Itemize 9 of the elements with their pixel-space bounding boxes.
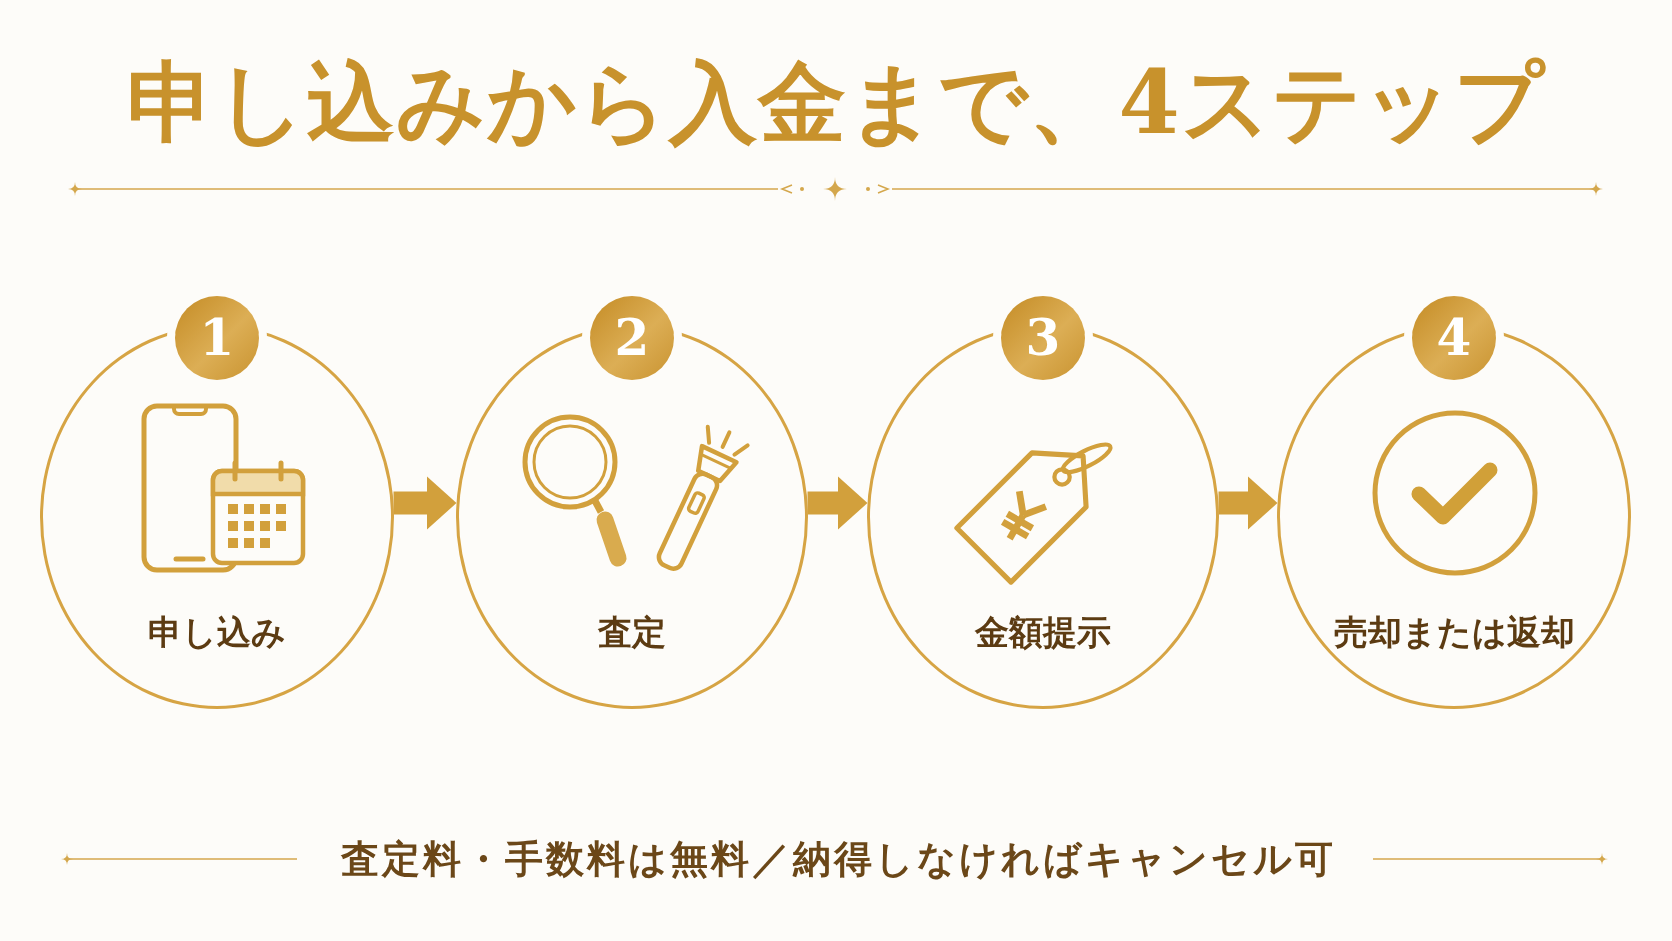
footer-note: 査定料・手数料は無料／納得しなければキャンセル可	[340, 836, 1336, 882]
step-label: 売却または返却	[1333, 611, 1575, 653]
arrow	[807, 476, 868, 530]
step-label: 申し込み	[148, 611, 286, 653]
title: 申し込みから入金まで、4ステップ	[127, 52, 1545, 154]
arrow	[393, 476, 457, 530]
arrow	[1218, 476, 1278, 530]
step-label: 査定	[598, 611, 666, 653]
step-label: 金額提示	[975, 611, 1111, 653]
